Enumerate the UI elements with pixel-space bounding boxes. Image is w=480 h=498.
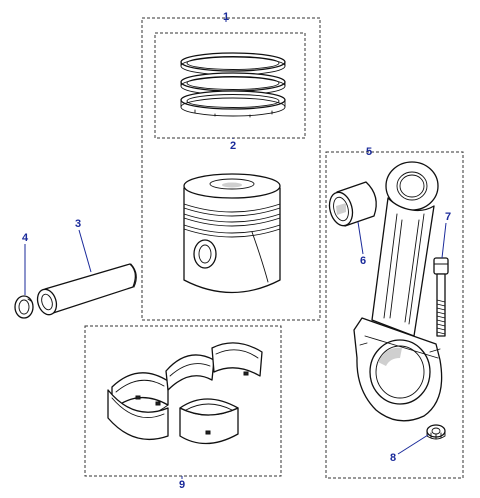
circlip-icon [14,295,34,319]
leader-6 [357,221,364,255]
piston-ring-set-icon [180,52,286,118]
group-box-connecting-rod [325,151,464,479]
group-box-piston-rings [154,32,306,139]
callout-9: 9 [179,479,185,491]
group-box-bearings [84,325,282,477]
piston-pin-icon [36,263,137,316]
callout-1: 1 [223,11,229,23]
leader-3 [78,229,92,273]
connecting-rod-icon [353,161,443,422]
piston-icon [183,173,281,294]
callout-7: 7 [445,211,451,223]
callout-2: 2 [230,140,236,152]
leader-7 [441,222,447,259]
callout-4: 4 [22,232,29,244]
rod-nut-icon [426,424,446,440]
small-end-bush-icon [328,181,377,227]
callout-6: 6 [360,255,366,267]
leader-8 [397,434,429,455]
callout-3: 3 [75,218,81,230]
callout-5: 5 [366,146,372,158]
rod-bolt-icon [433,257,449,337]
crankshaft-bearing-shells-icon [107,342,263,445]
callout-8: 8 [390,452,396,464]
